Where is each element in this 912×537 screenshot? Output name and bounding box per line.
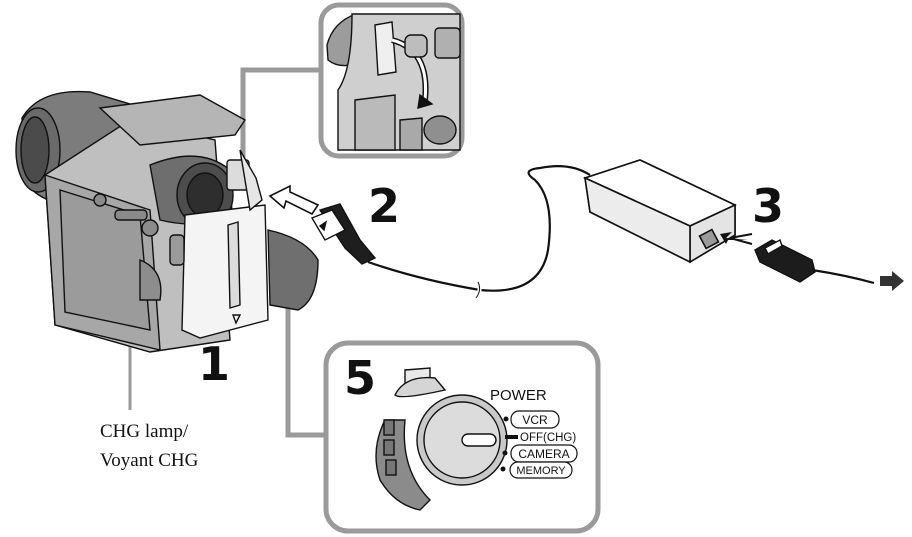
power-switch-title: POWER — [490, 387, 547, 404]
dc-plug — [310, 203, 377, 265]
insert-arrow-camera — [268, 184, 320, 216]
insert-arrow-adapter — [720, 232, 753, 245]
power-position-memory: MEMORY — [516, 465, 566, 477]
ac-plug — [754, 238, 816, 283]
ac-adapter — [582, 159, 737, 264]
ac-cord — [811, 268, 875, 285]
step-number-3: 3 — [752, 179, 784, 233]
step-number-5: 5 — [344, 351, 376, 405]
chg-lamp-label-fr: Voyant CHG — [100, 450, 199, 471]
power-position-vcr: VCR — [522, 413, 548, 427]
step-number-1: 1 — [198, 337, 230, 391]
power-position-off-chg: OFF(CHG) — [520, 432, 576, 444]
step-number-2: 2 — [368, 179, 400, 233]
to-outlet-arrow — [880, 271, 904, 291]
power-position-camera: CAMERA — [518, 447, 569, 461]
inset-power-switch: 5 POWER VCR OFF(CHG) CAMERA MEMORY — [323, 340, 601, 534]
inset-connector-detail — [318, 2, 465, 159]
camcorder — [15, 90, 319, 353]
dc-cable — [367, 165, 591, 292]
chg-lamp-label: CHG lamp/ — [100, 421, 189, 442]
